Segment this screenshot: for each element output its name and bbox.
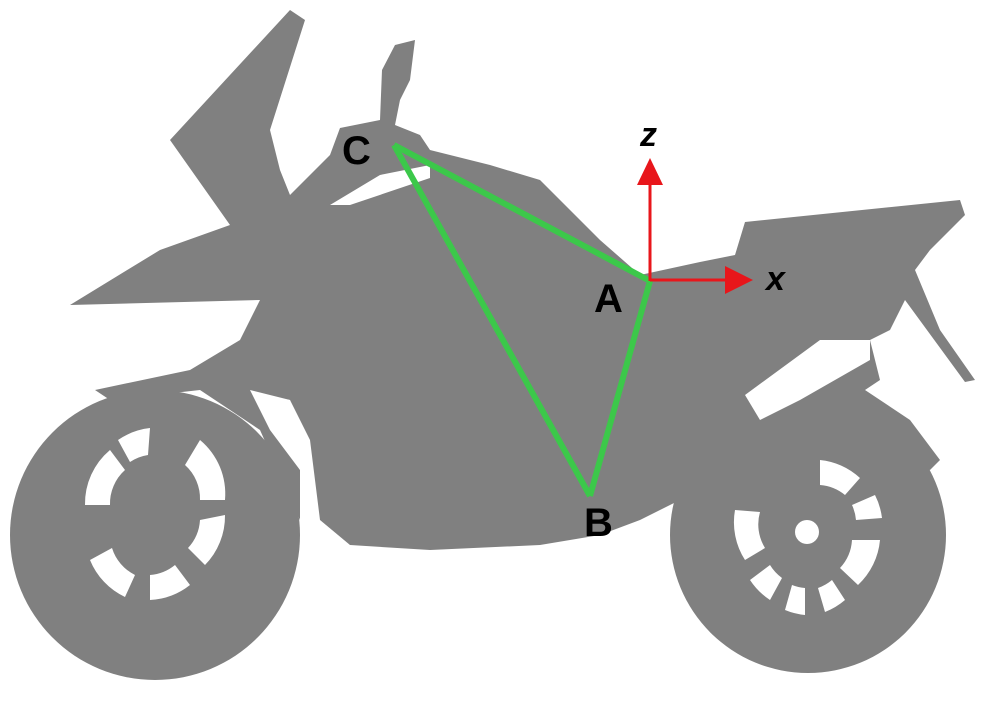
z-axis-label: z (640, 116, 657, 154)
edge-bc (391, 143, 593, 498)
point-label-c: C (342, 129, 371, 173)
point-label-b: B (584, 501, 613, 545)
body-silhouette (70, 10, 975, 550)
x-axis-arrow-icon (725, 266, 753, 294)
z-axis-arrow-icon (637, 158, 663, 185)
edge-ca (392, 142, 652, 284)
front-wheel-cutouts (84, 428, 226, 600)
frame-cutouts (250, 165, 870, 470)
coordinate-axes (637, 158, 753, 294)
triangle-abc (391, 142, 653, 498)
rear-wheel-cutouts (733, 460, 882, 615)
edge-ab (587, 280, 653, 497)
front-wheel (10, 390, 300, 680)
x-axis-label: x (766, 260, 785, 298)
point-label-a: A (594, 277, 623, 321)
